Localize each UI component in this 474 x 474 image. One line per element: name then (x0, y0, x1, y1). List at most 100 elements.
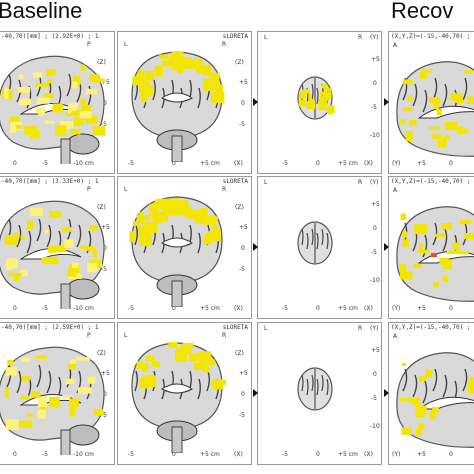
coronal-brain-slice (129, 196, 223, 307)
gyrus-line (206, 370, 210, 392)
activation-voxel (61, 227, 72, 232)
activation-hotspot (431, 253, 437, 257)
axis-tick-label: L (124, 41, 128, 48)
gyrus-line (311, 228, 314, 246)
activation-voxel (418, 423, 425, 430)
axis-tick-label: R (222, 186, 227, 193)
activation-voxel (446, 250, 459, 254)
activation-voxel (73, 117, 84, 126)
gyrus-line (301, 228, 304, 246)
axis-tick-label: A (393, 187, 398, 194)
activation-voxel (434, 99, 439, 110)
gyrus-line (16, 370, 22, 394)
activation-voxel (320, 95, 328, 102)
axis-tick-label: 0 (241, 245, 245, 252)
activation-voxel (89, 74, 101, 83)
activation-voxel (459, 219, 472, 225)
gyrus-line (311, 374, 314, 392)
axis-label-p: P (87, 332, 91, 339)
axis-tick-label: -10 (370, 132, 380, 139)
activation-voxel (20, 235, 25, 241)
axis-tick-label: (Y) (392, 451, 401, 458)
gyrus-line (197, 87, 201, 109)
axis-tick-label: -5 (239, 266, 245, 273)
axis-tick-label: (X) (234, 305, 243, 312)
axis-tick-label: (X) (364, 451, 373, 458)
brainstem (60, 283, 71, 309)
axis-tick-label: +5 cm (338, 451, 358, 458)
activation-voxel (198, 351, 211, 363)
activation-voxel (68, 264, 80, 274)
activation-voxel (189, 353, 198, 362)
activation-voxel (184, 207, 192, 217)
gyrus-line (301, 374, 304, 392)
activation-voxel (418, 375, 427, 382)
activation-voxel (149, 203, 156, 216)
axis-tick-label: (X) (234, 451, 243, 458)
axis-tick-label: R (222, 41, 227, 48)
activation-voxel (71, 81, 78, 89)
corpus-callosum (417, 396, 474, 410)
activation-voxel (199, 65, 212, 71)
axis-tick-label: 0 (316, 160, 320, 167)
axis-tick-label: 0 (449, 160, 453, 167)
axis-tick-label: (Y) (370, 34, 379, 41)
gyrus-line (86, 230, 92, 254)
activation-voxel (433, 282, 439, 288)
activation-voxel (415, 405, 427, 414)
activation-voxel (327, 108, 332, 115)
activation-voxel (15, 125, 22, 129)
activation-voxel (8, 272, 22, 277)
axis-tick-label: +5 cm (338, 160, 358, 167)
activation-voxel (47, 245, 57, 253)
activation-voxel (419, 243, 424, 252)
gyrus-line (422, 234, 428, 258)
activation-voxel (26, 413, 34, 417)
activation-voxel (194, 215, 207, 224)
axis-tick-label: L (264, 34, 268, 41)
axis-tick-label: -5 (371, 104, 377, 111)
axis-tick-label: (Z) (97, 59, 106, 66)
activation-voxel (399, 271, 413, 280)
sagittal-brain-slice (0, 346, 105, 455)
activation-voxel (437, 137, 447, 148)
axis-tick-label: 0 (449, 451, 453, 458)
activation-voxel (434, 233, 446, 237)
activation-voxel (38, 112, 45, 116)
activation-voxel (308, 93, 312, 102)
axis-tick-label: -5 (42, 451, 48, 458)
activation-voxel (193, 362, 207, 371)
axis-tick-label: -5 (101, 266, 107, 273)
activation-voxel (4, 88, 9, 99)
activation-voxel (467, 96, 474, 103)
coordinate-readout: (X,Y,Z)=(-15,-40,70) ; (1 (391, 178, 474, 185)
axis-tick-label: L (264, 325, 268, 332)
axis-tick-label: -5 (282, 160, 288, 167)
axis-tick-label: +5 (417, 160, 426, 167)
activation-voxel (401, 363, 407, 367)
activation-voxel (402, 79, 413, 85)
activation-voxel (298, 100, 307, 107)
sagittal-brain-slice (0, 200, 105, 309)
axial-brain-slice (297, 221, 333, 265)
activation-voxel (9, 116, 20, 127)
gyrus-line (306, 232, 309, 250)
activation-voxel (417, 249, 429, 254)
axial-brain-slice (297, 367, 333, 411)
activation-voxel (168, 198, 180, 211)
axis-tick-label: (Z) (97, 204, 106, 211)
activation-voxel (169, 206, 180, 213)
activation-voxel (145, 221, 157, 229)
activation-voxel (13, 275, 19, 281)
activation-voxel (38, 409, 46, 419)
activation-voxel (400, 119, 405, 125)
activation-voxel (79, 111, 92, 119)
activation-voxel (399, 263, 407, 272)
activation-voxel (407, 95, 413, 102)
activation-voxel (20, 395, 30, 400)
activation-voxel (17, 87, 31, 93)
axis-tick-label: 0 (103, 391, 107, 398)
recovery-sagittal-brain-slice (396, 206, 474, 302)
